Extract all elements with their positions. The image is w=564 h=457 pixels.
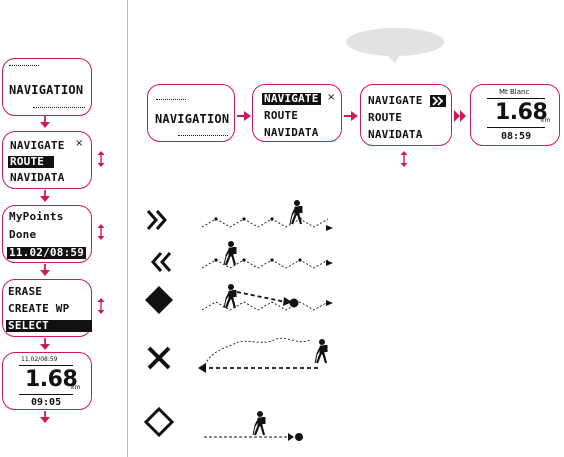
legend-illustrations: [0, 0, 564, 457]
